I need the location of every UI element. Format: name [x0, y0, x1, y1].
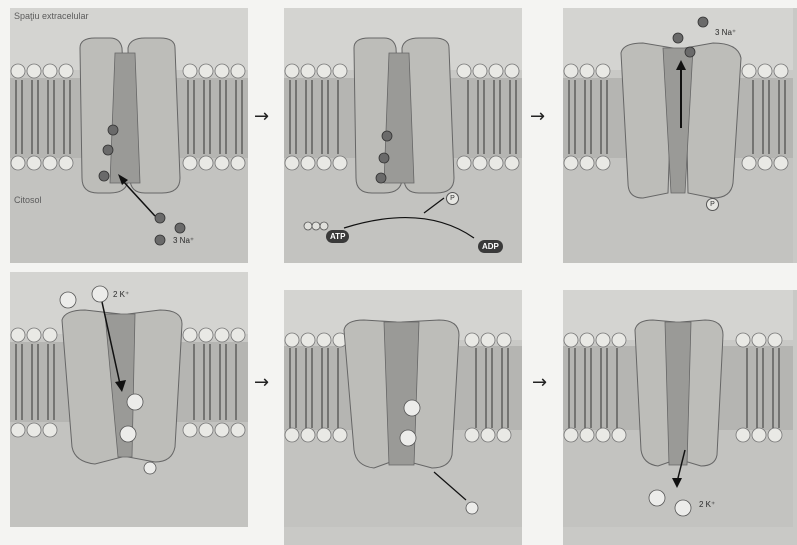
phosphate: P [446, 192, 459, 205]
panel-5-diagram [284, 290, 522, 527]
sodium-label: 3 Na⁺ [715, 28, 736, 37]
panel-5 [284, 290, 522, 545]
step-arrow-3: → [254, 374, 269, 392]
panel-1-diagram [10, 8, 248, 263]
panel-6: 2 K⁺ [563, 290, 797, 545]
extracellular-label: Spaţiu extracelular [14, 11, 89, 21]
pump-protein [80, 38, 180, 193]
step-arrow-4: → [532, 374, 547, 392]
panel-3-diagram [563, 8, 793, 263]
adp-molecule: ADP [478, 240, 503, 253]
step-arrow-2: → [530, 108, 545, 126]
panel-6-diagram [563, 290, 793, 527]
sodium-label: 3 Na⁺ [173, 236, 194, 245]
potassium-label: 2 K⁺ [699, 500, 715, 509]
panel-2-diagram [284, 8, 522, 263]
atp-molecule: ATP [326, 230, 349, 243]
potassium-label: 2 K⁺ [113, 290, 129, 299]
panel-4-diagram [10, 272, 248, 527]
step-arrow-1: → [254, 108, 269, 126]
panel-2: ATP ADP P [284, 8, 522, 263]
panel-4: 2 K⁺ [10, 272, 248, 527]
panel-1: Spaţiu extracelular Citosol 3 Na⁺ [10, 8, 248, 263]
cytosol-label: Citosol [14, 195, 42, 205]
phosphate: P [706, 198, 719, 211]
panel-3: 3 Na⁺ P [563, 8, 797, 263]
